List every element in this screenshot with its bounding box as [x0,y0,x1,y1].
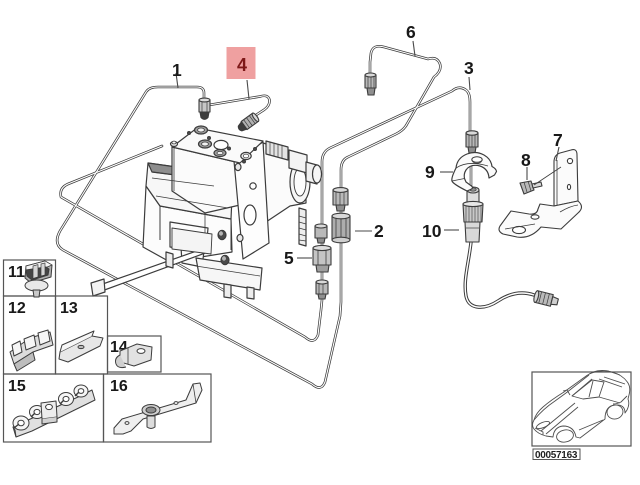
svg-text:2: 2 [374,221,384,241]
svg-text:7: 7 [553,130,563,150]
svg-text:5: 5 [284,248,294,268]
svg-text:9: 9 [425,162,435,182]
svg-text:13: 13 [60,300,78,317]
svg-text:10: 10 [422,221,442,241]
svg-text:00057163: 00057163 [535,450,578,461]
svg-text:4: 4 [237,55,247,75]
svg-text:15: 15 [8,378,26,395]
svg-text:11: 11 [8,264,25,281]
svg-text:8: 8 [521,150,531,170]
svg-text:3: 3 [464,58,474,78]
svg-text:6: 6 [406,22,416,42]
svg-text:12: 12 [8,300,26,317]
svg-text:1: 1 [172,60,182,80]
svg-text:16: 16 [110,378,128,395]
